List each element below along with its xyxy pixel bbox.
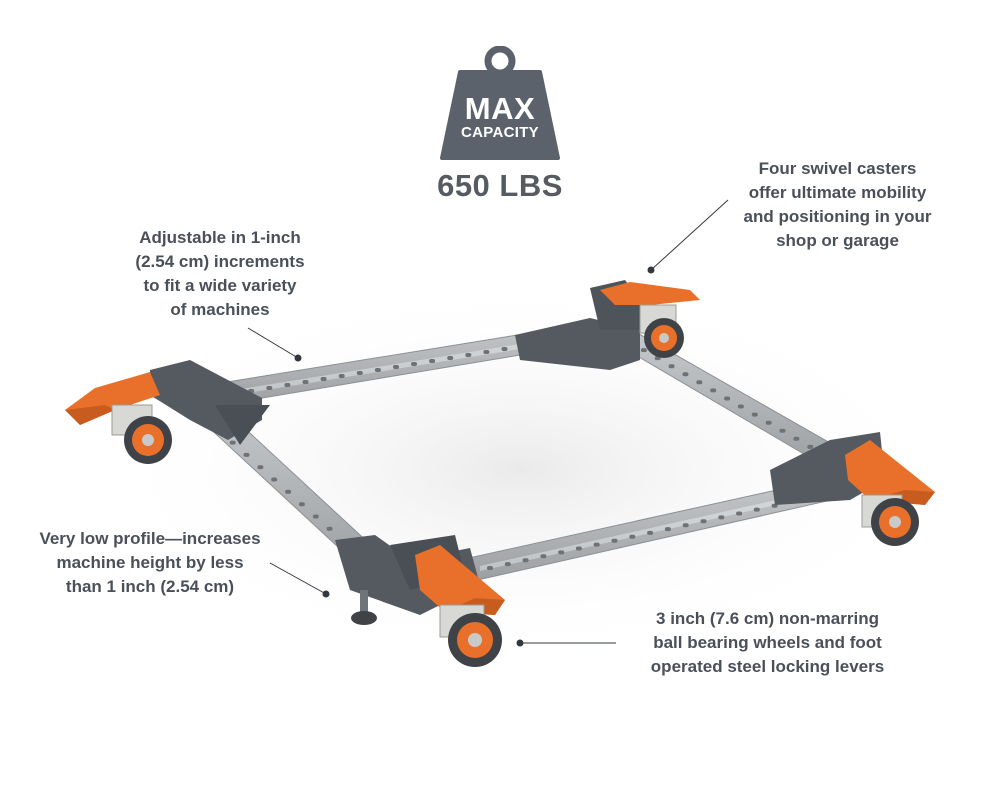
- adjustment-hole: [611, 538, 618, 543]
- bracket-back-left: [150, 360, 270, 445]
- adjustment-hole: [668, 364, 675, 369]
- callout-line: machine height by less: [56, 553, 244, 572]
- adjustment-hole: [664, 527, 671, 532]
- callout-line: ball bearing wheels and foot: [653, 633, 882, 652]
- capacity-value: 650 LBS: [437, 168, 563, 203]
- leader-dot-profile: [322, 590, 330, 598]
- adjustment-hole: [575, 546, 582, 551]
- adjustment-hole: [284, 383, 291, 387]
- callout-wheels: 3 inch (7.6 cm) non-marring ball bearing…: [625, 607, 910, 679]
- adjustment-hole: [447, 356, 454, 360]
- badge-capacity-label: CAPACITY: [461, 124, 539, 141]
- callout-line: 3 inch (7.6 cm) non-marring: [656, 609, 879, 628]
- caster-front: [415, 545, 505, 667]
- adjustment-hole: [640, 348, 647, 353]
- adjustment-hole: [320, 377, 327, 381]
- callout-line: Four swivel casters: [758, 159, 917, 178]
- caster-right: [845, 440, 935, 546]
- adjustment-hole: [298, 502, 305, 507]
- callout-line: offer ultimate mobility: [748, 183, 927, 202]
- adjustment-hole: [229, 440, 236, 445]
- adjustment-hole: [696, 380, 703, 385]
- adjustment-hole: [393, 365, 399, 369]
- leader-line-casters: [650, 199, 729, 271]
- adjustment-hole: [487, 566, 493, 570]
- badge-max-label: MAX: [464, 91, 536, 126]
- adjustment-hole: [700, 519, 707, 524]
- adjustment-hole: [629, 534, 636, 539]
- adjustment-hole: [374, 368, 381, 372]
- caster-back-right: [600, 282, 700, 358]
- adjustment-hole: [540, 554, 547, 559]
- adjustment-hole: [736, 511, 743, 516]
- adjustment-hole: [737, 404, 744, 409]
- adjustment-hole: [682, 523, 689, 528]
- adjustment-hole: [326, 526, 333, 531]
- callout-line: (2.54 cm) increments: [135, 252, 305, 271]
- adjustment-hole: [753, 507, 760, 512]
- adjustment-hole: [465, 353, 472, 357]
- adjustment-hole: [501, 347, 508, 351]
- callout-swivel-casters: Four swivel casters offer ultimate mobil…: [715, 157, 960, 253]
- adjustment-hole: [751, 412, 758, 417]
- leader-dot-wheels: [516, 639, 524, 647]
- adjustment-hole: [338, 374, 345, 378]
- adjustment-hole: [765, 420, 772, 425]
- adjustment-hole: [779, 428, 786, 433]
- adjustment-hole: [257, 465, 264, 470]
- leader-dot-adjustable: [294, 354, 302, 362]
- callout-line: operated steel locking levers: [650, 657, 885, 676]
- adjustment-hole: [710, 388, 717, 393]
- max-capacity-badge: MAX CAPACITY: [440, 46, 560, 162]
- adjustment-hole: [356, 371, 363, 375]
- callout-line: of machines: [170, 300, 270, 319]
- callout-line: and positioning in your: [743, 207, 932, 226]
- adjustment-hole: [558, 550, 565, 555]
- adjustment-hole: [718, 515, 725, 520]
- callout-adjustable: Adjustable in 1-inch (2.54 cm) increment…: [105, 226, 335, 322]
- adjustment-hole: [312, 514, 319, 519]
- leader-line-profile: [269, 562, 327, 595]
- adjustment-hole: [522, 558, 529, 563]
- adjustment-hole: [647, 530, 654, 535]
- callout-line: Very low profile—increases: [39, 529, 261, 548]
- adjustment-hole: [429, 359, 436, 363]
- leveling-foot: [351, 590, 377, 625]
- adjustment-hole: [682, 372, 689, 377]
- adjustment-hole: [266, 386, 273, 390]
- adjustment-hole: [411, 362, 417, 366]
- callout-line: Adjustable in 1-inch: [139, 228, 301, 247]
- adjustment-hole: [593, 542, 600, 547]
- adjustment-hole: [724, 396, 731, 401]
- callout-line: to fit a wide variety: [143, 276, 297, 295]
- adjustment-hole: [302, 380, 309, 384]
- adjustment-hole: [243, 452, 250, 457]
- leader-dot-casters: [647, 266, 655, 274]
- adjustment-hole: [793, 436, 800, 441]
- leader-line-adjustable: [247, 327, 299, 359]
- caster-back-left: [65, 372, 172, 464]
- callout-low-profile: Very low profile—increases machine heigh…: [15, 527, 285, 599]
- callout-line: than 1 inch (2.54 cm): [65, 577, 235, 596]
- adjustment-hole: [807, 444, 814, 449]
- adjustment-hole: [285, 489, 292, 494]
- adjustment-hole: [483, 350, 490, 354]
- adjustment-hole: [504, 562, 511, 567]
- callout-line: shop or garage: [776, 231, 899, 250]
- adjustment-hole: [271, 477, 278, 482]
- weight-icon: [440, 46, 560, 160]
